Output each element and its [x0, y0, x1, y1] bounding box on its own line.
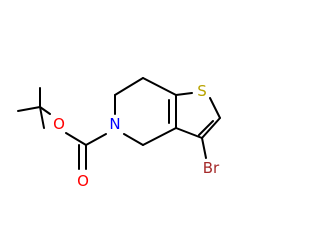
bond-c3-br — [201, 137, 207, 159]
bond-n-carbonyl-c — [85, 133, 107, 146]
atom-labels: S Br N O O — [53, 82, 220, 190]
carbonyl-oxygen-atom-label: O — [77, 172, 89, 190]
sulfur-atom-label: S — [197, 82, 207, 100]
bond-s-c2 — [209, 97, 221, 119]
bond-c2-c3 — [201, 117, 221, 139]
bond-ester-o-cq — [39, 106, 51, 115]
bonds — [17, 77, 221, 170]
bond-c2-c3-double — [198, 120, 214, 136]
bond-n-c4 — [123, 133, 144, 146]
molecule-drawing: S Br N O O — [17, 77, 221, 190]
bond-cq-ch3-down — [39, 106, 45, 129]
structure-canvas: S Br N O O — [17, 77, 221, 190]
ester-oxygen-atom-label: O — [53, 115, 65, 133]
bromine-atom-label: Br — [203, 159, 220, 177]
bond-c7a-c7 — [142, 77, 177, 96]
bond-c3-c3a — [175, 127, 203, 139]
bond-c4-c3a — [142, 127, 177, 146]
bond-cq-ch3-left — [17, 106, 41, 112]
bond-carbonyl-c-ester-o — [65, 132, 87, 146]
nitrogen-atom-label: N — [109, 115, 120, 133]
bond-c7-c6 — [114, 77, 144, 96]
bond-s-c7a — [175, 92, 193, 96]
